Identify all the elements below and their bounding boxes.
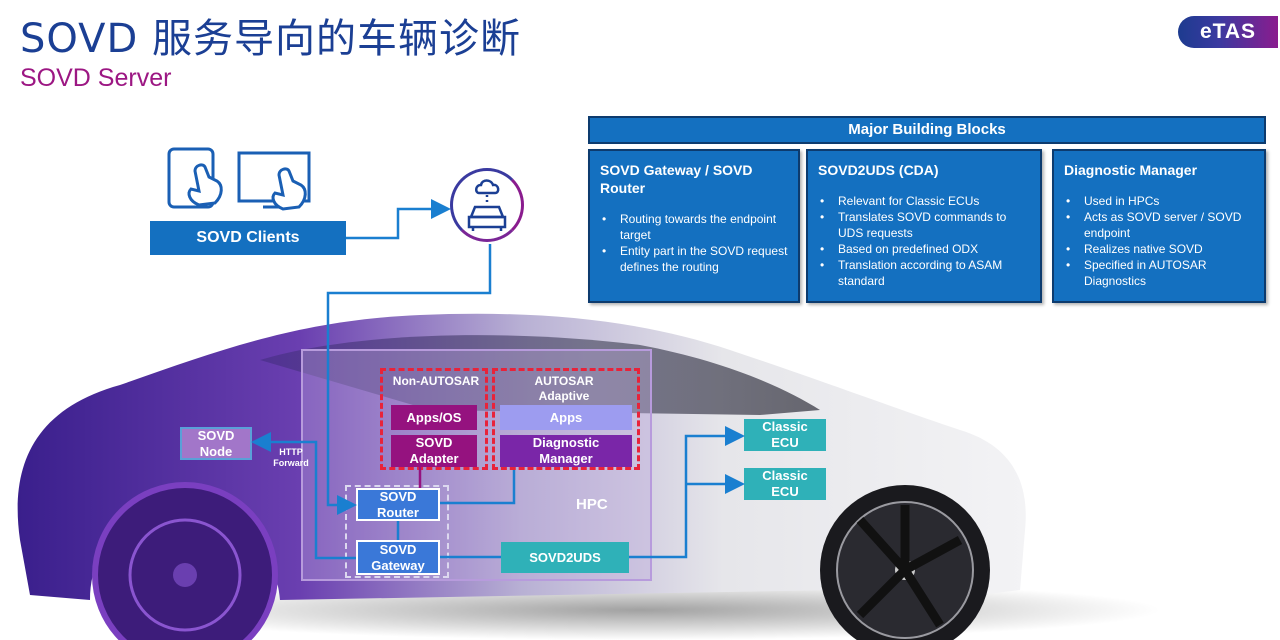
block-bullet: Based on predefined ODX xyxy=(818,241,1030,257)
monitor-touch-icon xyxy=(237,151,311,211)
block-bullet: Used in HPCs xyxy=(1064,193,1254,209)
clients-to-cloud-line xyxy=(346,199,451,240)
autosar-adaptive-zone xyxy=(492,368,640,470)
sovd2uds-block: SOVD2UDS xyxy=(501,542,629,573)
apps-os-block: Apps/OS xyxy=(391,405,477,430)
front-wheel xyxy=(820,485,990,640)
classic-ecu-1: Classic ECU xyxy=(744,419,826,451)
client-icons xyxy=(167,147,311,211)
tablet-touch-icon xyxy=(167,147,223,209)
http-forward-label: HTTP Forward xyxy=(273,447,309,468)
block-sovd2uds: SOVD2UDS (CDA) Relevant for Classic ECUs… xyxy=(806,149,1042,303)
block-bullet: Translates SOVD commands to UDS requests xyxy=(818,209,1030,241)
non-autosar-label: Non-AUTOSAR xyxy=(392,374,480,388)
building-blocks-header: Major Building Blocks xyxy=(588,116,1266,144)
cloud-connected-car-icon xyxy=(467,179,507,231)
page-subtitle: SOVD Server xyxy=(20,64,172,92)
block-bullet: Entity part in the SOVD request defines … xyxy=(600,243,788,275)
block-bullet: Translation according to ASAM standard xyxy=(818,257,1030,289)
sovd-router-block: SOVD Router xyxy=(356,488,440,521)
cloud-connected-car-circle xyxy=(450,168,524,242)
hpc-label: HPC xyxy=(576,496,608,513)
sovd-node-block: SOVD Node xyxy=(180,427,252,460)
block-gateway-router: SOVD Gateway / SOVD Router Routing towar… xyxy=(588,149,800,303)
page-title: SOVD 服务导向的车辆诊断 xyxy=(20,16,522,62)
sovd-adapter-block: SOVD Adapter xyxy=(391,435,477,467)
block-title: SOVD2UDS (CDA) xyxy=(818,162,939,178)
block-bullet: Realizes native SOVD xyxy=(1064,241,1254,257)
sovd-gateway-block: SOVD Gateway xyxy=(356,540,440,575)
etas-logo: eTAS xyxy=(1178,16,1278,48)
sovd-clients-label: SOVD Clients xyxy=(150,221,346,255)
block-bullet: Specified in AUTOSAR Diagnostics xyxy=(1064,257,1254,289)
block-bullet: Routing towards the endpoint target xyxy=(600,211,788,243)
block-title: SOVD Gateway / SOVD Router xyxy=(600,162,753,196)
diagnostic-manager-block: Diagnostic Manager xyxy=(500,435,632,467)
block-bullet: Acts as SOVD server / SOVD endpoint xyxy=(1064,209,1254,241)
classic-ecu-2: Classic ECU xyxy=(744,468,826,500)
block-bullet: Relevant for Classic ECUs xyxy=(818,193,1030,209)
autosar-adaptive-label: AUTOSAR Adaptive xyxy=(534,374,594,403)
rear-wheel xyxy=(92,482,278,640)
block-diagnostic-manager: Diagnostic Manager Used in HPCs Acts as … xyxy=(1052,149,1266,303)
block-title: Diagnostic Manager xyxy=(1064,162,1198,178)
apps-block: Apps xyxy=(500,405,632,430)
